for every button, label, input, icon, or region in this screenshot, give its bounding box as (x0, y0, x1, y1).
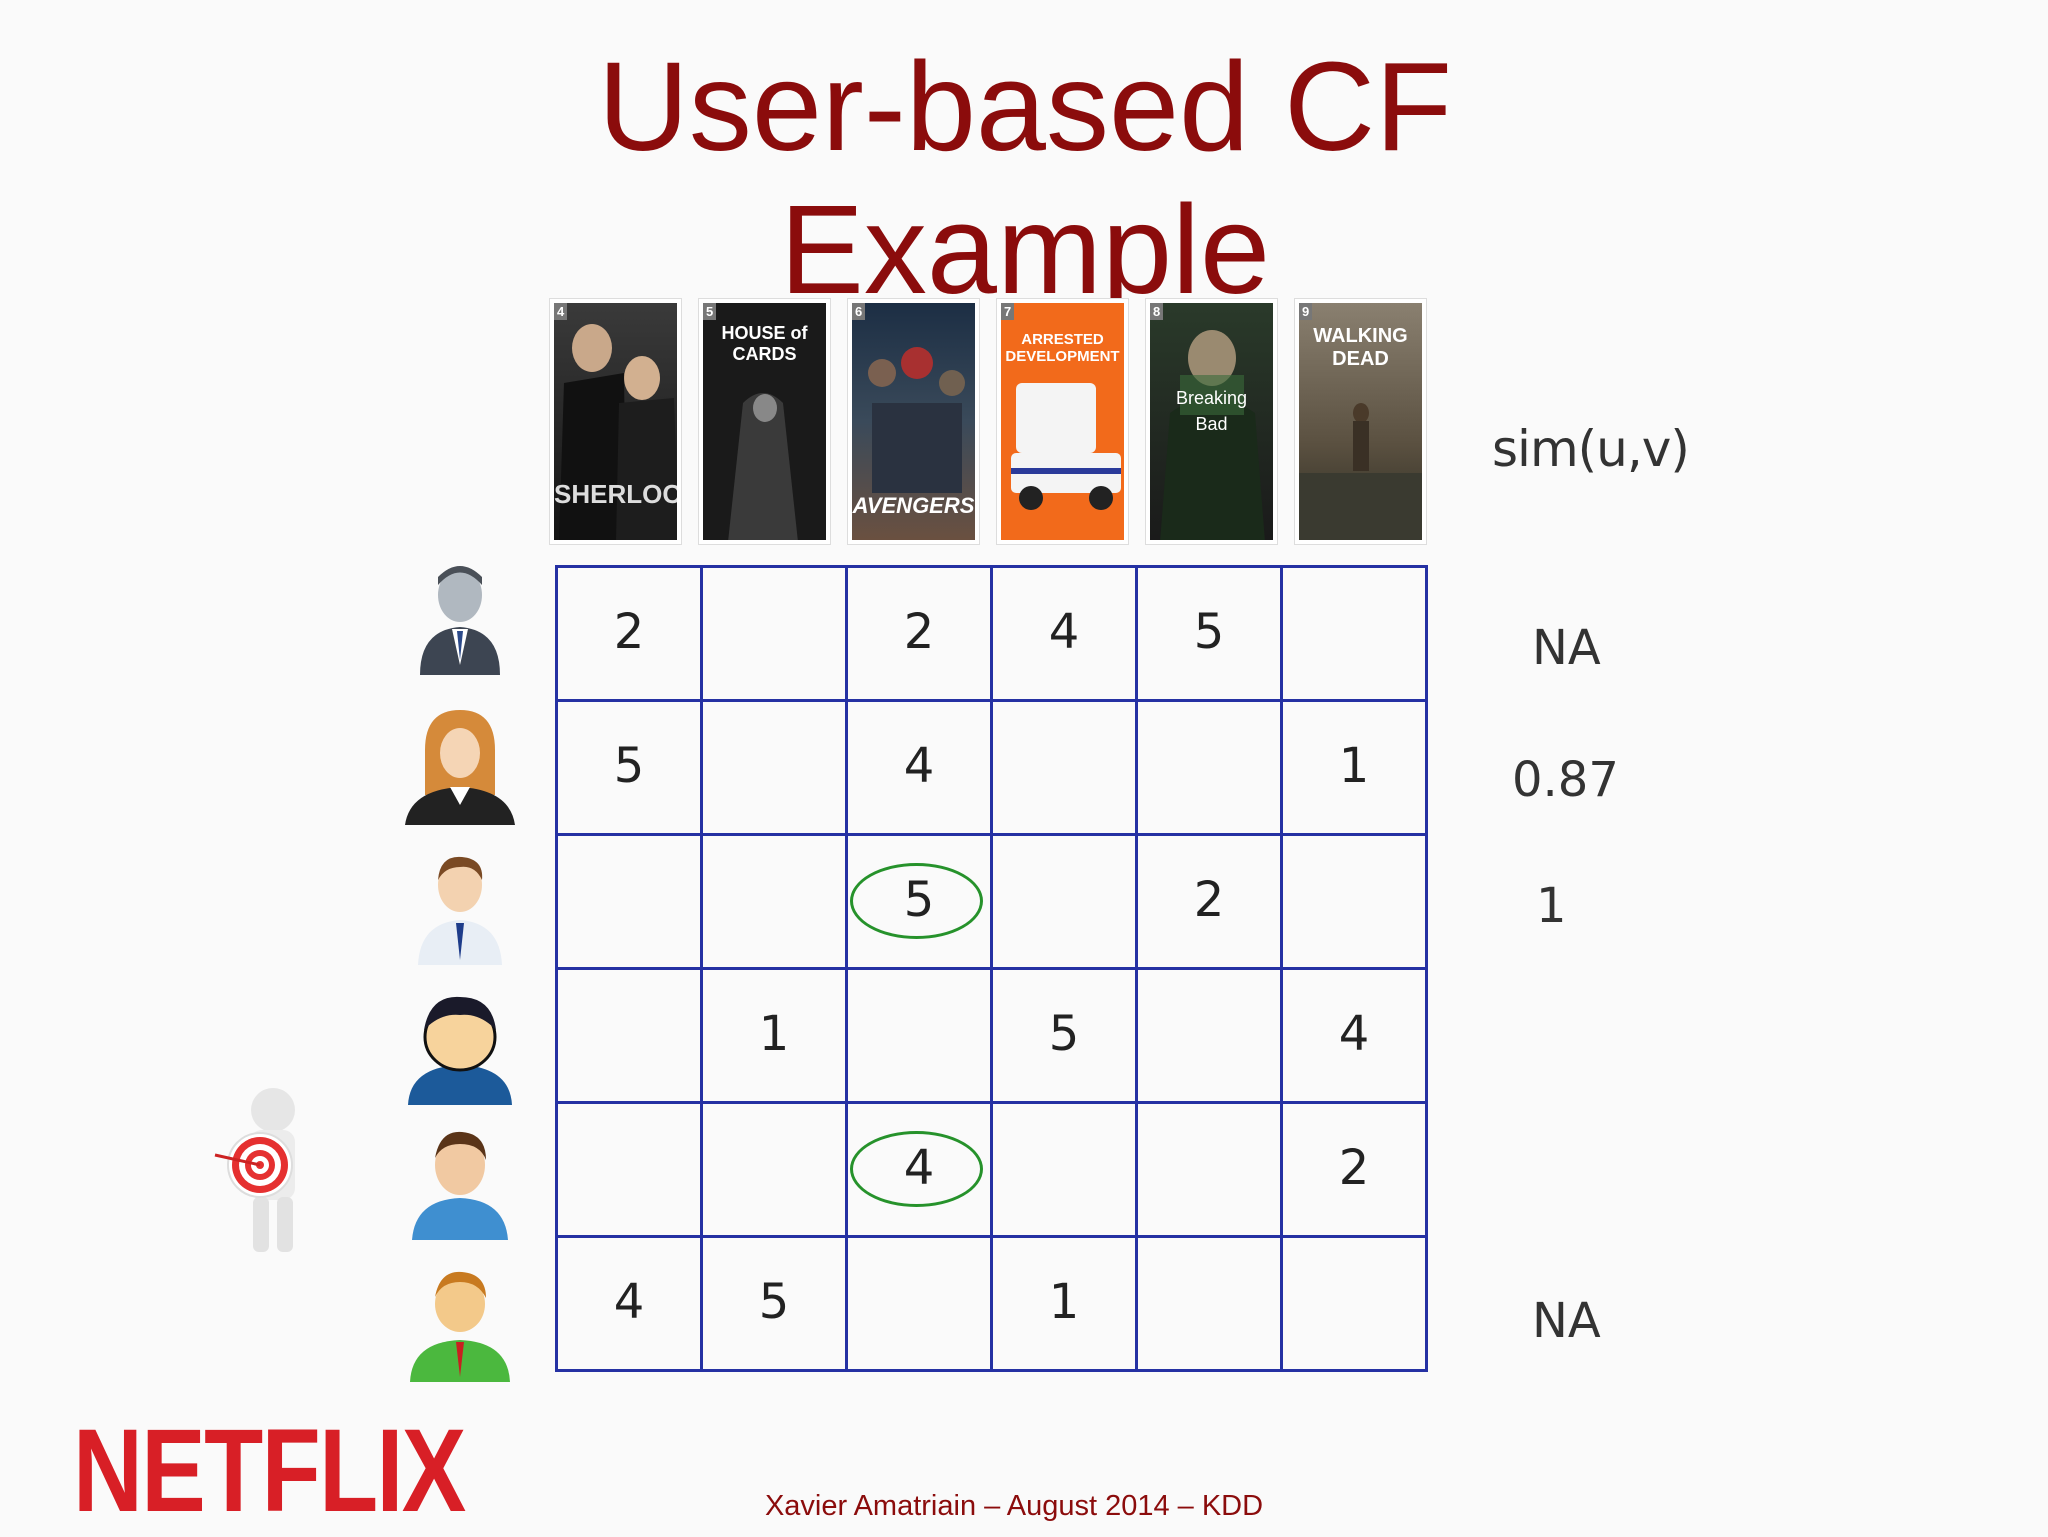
similarity-user-3: 1 (1536, 878, 1567, 934)
walking-dead-poster-art: 9 WALKING DEAD (1299, 303, 1422, 540)
rating-cell (1280, 1235, 1428, 1372)
poster-title: Breaking Bad (1175, 388, 1248, 434)
rating-cell: 1 (700, 967, 848, 1104)
rating-cell (990, 1101, 1138, 1238)
rating-cell: 5 (1135, 565, 1283, 702)
rating-cell (700, 1101, 848, 1238)
rating-cell (700, 565, 848, 702)
rating-cell: 2 (1135, 833, 1283, 970)
arrested-development-poster-art: 7 ARRESTED DEVELOPMENT (1001, 303, 1124, 540)
user-icon-man-tie (418, 856, 502, 965)
rating-cell: 4 (990, 565, 1138, 702)
poster-title: WALKING DEAD (1313, 325, 1408, 370)
poster-sherlock: 4 SHERLOCK (549, 298, 682, 545)
rating-cell: 4 (845, 699, 993, 836)
breaking-bad-poster-art: 8 Breaking Bad (1150, 303, 1273, 540)
poster-number: 8 (1150, 303, 1164, 320)
rating-cell (1135, 699, 1283, 836)
user-icon-blue-shirt (412, 1131, 508, 1240)
poster-title: AVENGERS (852, 493, 975, 518)
rating-cell: 2 (845, 565, 993, 702)
rating-cell (990, 699, 1138, 836)
rating-cell: 5 (555, 699, 703, 836)
rating-cell (555, 1101, 703, 1238)
similarity-user-1: NA (1532, 620, 1601, 676)
footer-text: Xavier Amatriain – August 2014 – KDD (764, 1490, 1264, 1522)
poster-breaking-bad: 8 Breaking Bad (1145, 298, 1278, 545)
poster-number: 9 (1299, 303, 1313, 320)
highlight-circle (850, 1131, 983, 1207)
user-icon-businessman (420, 566, 500, 675)
poster-number: 4 (554, 303, 568, 320)
poster-title: SHERLOCK (554, 479, 677, 509)
rating-cell: 2 (1280, 1101, 1428, 1238)
rating-cell: 2 (555, 565, 703, 702)
rating-cell (700, 833, 848, 970)
poster-arrested-development: 7 ARRESTED DEVELOPMENT (996, 298, 1129, 545)
rating-cell: 4 (1280, 967, 1428, 1104)
rating-cell (555, 833, 703, 970)
poster-avengers: 6 AVENGERS (847, 298, 980, 545)
poster-title: HOUSE of CARDS (721, 323, 808, 364)
rating-cell (555, 967, 703, 1104)
poster-number: 5 (703, 303, 717, 320)
poster-title: ARRESTED DEVELOPMENT (1005, 331, 1120, 365)
avengers-poster-art: 6 AVENGERS (852, 303, 975, 540)
slide-title-line2: Example (779, 179, 1271, 320)
similarity-header: sim(u,v) (1492, 420, 1690, 478)
rating-cell (845, 1235, 993, 1372)
sherlock-poster-art: 4 SHERLOCK (554, 303, 677, 540)
user-icon-woman (405, 710, 515, 825)
user-icon-cartoon-man (408, 996, 512, 1105)
slide-footer: Xavier Amatriain – August 2014 – KDD (0, 1490, 2048, 1523)
poster-walking-dead: 9 WALKING DEAD (1294, 298, 1427, 545)
rating-cell (1135, 1235, 1283, 1372)
netflix-logo: NETFLIX (73, 1405, 466, 1537)
poster-number: 6 (852, 303, 866, 320)
rating-cell: 5 (700, 1235, 848, 1372)
rating-cell: 1 (990, 1235, 1138, 1372)
similarity-user-2: 0.87 (1512, 752, 1619, 808)
highlight-circle (850, 863, 983, 939)
target-user-icon (214, 1088, 295, 1252)
rating-cell (845, 967, 993, 1104)
rating-cell (1135, 1101, 1283, 1238)
similarity-user-6: NA (1532, 1293, 1601, 1349)
poster-number: 7 (1001, 303, 1015, 320)
rating-cell (1280, 833, 1428, 970)
poster-house-of-cards: 5 HOUSE of CARDS (698, 298, 831, 545)
rating-cell (700, 699, 848, 836)
house-of-cards-poster-art: 5 HOUSE of CARDS (703, 303, 826, 540)
rating-cell: 4 (555, 1235, 703, 1372)
rating-cell: 1 (1280, 699, 1428, 836)
slide-title-line1: User-based CF (597, 36, 1453, 177)
user-icon-green-shirt (410, 1271, 510, 1382)
rating-cell (1135, 967, 1283, 1104)
rating-cell (990, 833, 1138, 970)
rating-cell: 5 (990, 967, 1138, 1104)
rating-cell (1280, 565, 1428, 702)
